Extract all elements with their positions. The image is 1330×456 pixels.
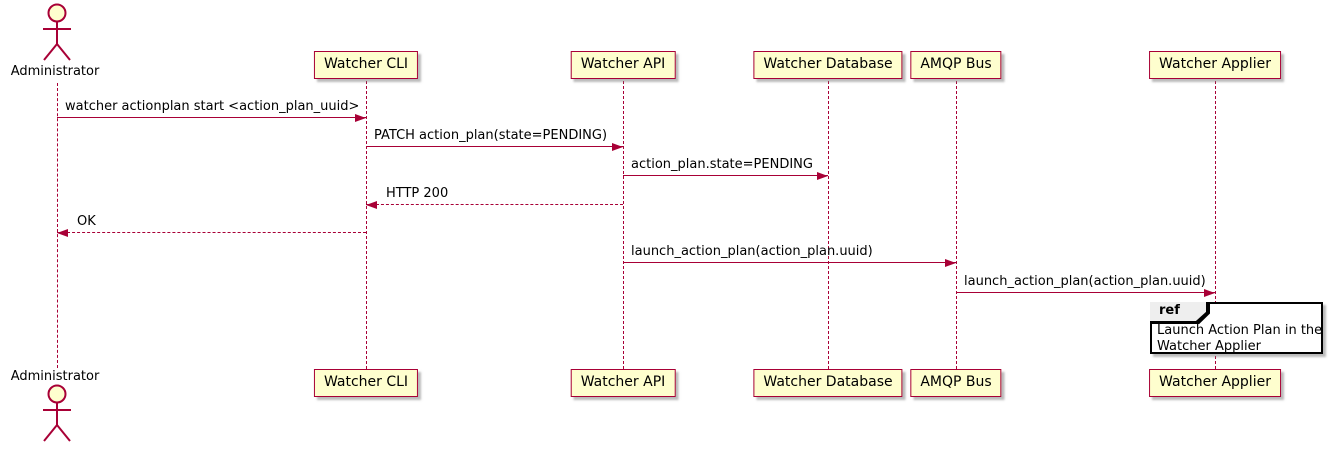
lifeline-watcher-api — [623, 81, 624, 369]
message-arrowhead-icon — [355, 113, 366, 122]
participant-bottom-watcher-api: Watcher API — [570, 369, 676, 397]
message-arrowhead-icon — [817, 171, 828, 180]
lifeline-watcher-applier — [1215, 81, 1216, 369]
message-line — [57, 232, 366, 233]
participant-top-watcher-cli: Watcher CLI — [313, 51, 419, 79]
participant-bottom-amqp-bus: AMQP Bus — [910, 369, 1002, 397]
message-arrowhead-icon — [612, 142, 623, 151]
message-line — [57, 117, 366, 118]
message-arrowhead-icon — [57, 228, 68, 237]
participant-top-watcher-applier: Watcher Applier — [1149, 51, 1281, 79]
lifeline-watcher-database — [828, 81, 829, 369]
lifeline-watcher-cli — [366, 81, 367, 369]
message-arrowhead-icon — [945, 258, 956, 267]
message-line — [366, 204, 623, 205]
message-arrowhead-icon — [366, 200, 377, 209]
message-label: OK — [77, 214, 96, 229]
actor-figure-bottom-icon — [25, 383, 89, 451]
participant-top-amqp-bus: AMQP Bus — [910, 51, 1002, 79]
message-label: PATCH action_plan(state=PENDING) — [374, 128, 608, 143]
ref-text-line: Launch Action Plan in the — [1157, 323, 1323, 338]
actor-label-bottom: Administrator — [10, 369, 100, 384]
ref-keyword: ref — [1150, 302, 1206, 321]
participant-bottom-watcher-cli: Watcher CLI — [313, 369, 419, 397]
participant-top-watcher-database: Watcher Database — [753, 51, 903, 79]
message-label: HTTP 200 — [386, 186, 449, 201]
message-label: launch_action_plan(action_plan.uuid) — [631, 244, 873, 259]
message-line — [956, 292, 1215, 293]
lifeline-amqp-bus — [956, 81, 957, 369]
actor-label-top: Administrator — [10, 64, 100, 79]
participant-top-watcher-api: Watcher API — [570, 51, 676, 79]
message-line — [366, 146, 623, 147]
message-label: action_plan.state=PENDING — [631, 157, 813, 172]
message-line — [623, 262, 956, 263]
participant-bottom-watcher-applier: Watcher Applier — [1149, 369, 1281, 397]
participant-bottom-watcher-database: Watcher Database — [753, 369, 903, 397]
ref-tab: ref — [1150, 302, 1210, 324]
ref-text-line: Watcher Applier — [1157, 339, 1261, 354]
message-arrowhead-icon — [1204, 288, 1215, 297]
message-line — [623, 175, 828, 176]
lifeline-administrator — [57, 83, 58, 368]
actor-figure-top-icon — [25, 2, 89, 70]
message-label: watcher actionplan start <action_plan_uu… — [65, 99, 360, 114]
message-label: launch_action_plan(action_plan.uuid) — [964, 274, 1206, 289]
